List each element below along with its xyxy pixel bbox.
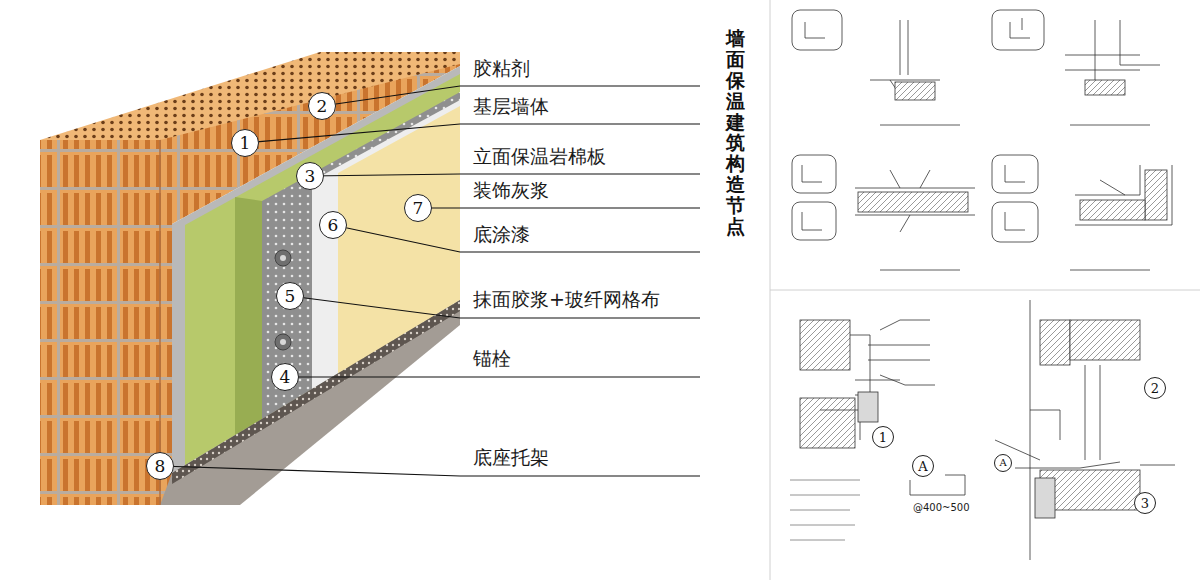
callout-circle: A: [912, 455, 934, 477]
render-layer: [338, 106, 460, 374]
cad-hatch: [800, 398, 855, 448]
callout-number: 8: [155, 458, 166, 475]
brick-edge: [159, 140, 161, 505]
anchor: [280, 339, 286, 345]
callout-circle: 4: [271, 363, 299, 391]
callout-circle: 1: [872, 426, 894, 448]
cad-hatch: [1040, 320, 1070, 365]
cad-hatch: [895, 82, 935, 100]
callout-number: A: [999, 458, 1006, 468]
cad-line: [1065, 20, 1160, 90]
cad-line: [820, 335, 930, 440]
part-name: 立面保温岩棉板: [473, 145, 606, 168]
cad-line: [880, 320, 935, 385]
dimension: @400~500: [913, 502, 970, 514]
callout-number: 3: [305, 168, 316, 185]
callout-circle: 7: [404, 194, 432, 222]
callout-number: 7: [413, 200, 424, 217]
panel-border: [770, 290, 1200, 291]
part-name: 锚栓: [473, 347, 511, 370]
cad-line: [1030, 300, 1100, 560]
cad-key: [792, 10, 842, 50]
leader-line: [160, 466, 700, 476]
callout-circle: 8: [146, 452, 174, 480]
anchor: [280, 255, 286, 261]
adhesive-layer: [172, 66, 460, 473]
anchor: [275, 334, 291, 350]
cad-line: [802, 165, 822, 230]
cad-insulation: [858, 392, 878, 422]
leader-line: [418, 207, 700, 208]
leader-line: [310, 174, 700, 176]
callout-circle: 6: [319, 211, 347, 239]
cad-line: [1005, 165, 1025, 230]
cad-key: [792, 202, 836, 240]
callout-number: 2: [1151, 382, 1159, 395]
cad-line: [1070, 125, 1150, 126]
cad-hatch: [1145, 170, 1167, 220]
cad-line: [995, 440, 1175, 468]
rockwool-face: [235, 197, 262, 435]
cad-line: [910, 475, 965, 495]
callout-circle: A: [994, 454, 1012, 472]
cad-hatch: [1085, 80, 1125, 95]
cad-hatch: [1080, 200, 1145, 220]
callout-number: 1: [240, 135, 251, 152]
cad-notes: [790, 480, 860, 540]
callout-circle: 2: [1144, 377, 1166, 399]
part-name: 装饰灰浆: [473, 179, 549, 202]
callout-circle: 5: [276, 282, 304, 310]
callout-number: 3: [1141, 497, 1149, 510]
vertical-title: 墙面保温建筑构造节点: [726, 28, 745, 237]
cad-details-top: [792, 10, 1172, 270]
cad-key: [992, 202, 1038, 242]
part-name: 底涂漆: [473, 223, 530, 246]
callout-circle: 1: [231, 129, 259, 157]
callout-number: A: [918, 460, 927, 473]
cad-key: [792, 155, 836, 193]
cad-line: [1070, 270, 1150, 271]
cad-hatch: [800, 320, 850, 370]
cad-insulation: [1035, 478, 1055, 518]
cad-key: [992, 155, 1038, 193]
rockwool-layer: [185, 74, 460, 465]
cad-key: [992, 10, 1044, 50]
cad-line: [1010, 18, 1030, 38]
cad-line: [880, 270, 960, 271]
leader-line: [285, 376, 700, 377]
callout-number: 6: [328, 217, 339, 234]
cad-hatch: [858, 192, 968, 212]
panel-borders: [770, 0, 1200, 580]
cad-line: [880, 125, 960, 126]
part-name: 底座托架: [473, 446, 549, 469]
leader-line: [245, 124, 700, 143]
cad-line: [855, 170, 975, 232]
cad-hatch: [1070, 320, 1140, 360]
wall-layers: [40, 52, 460, 505]
part-name: 抹面胶浆+玻纤网格布: [473, 288, 660, 311]
callout-number: 1: [879, 431, 887, 444]
cad-line: [1075, 165, 1172, 225]
base-bracket: [172, 300, 460, 484]
cad-details-bottom: [790, 300, 1175, 560]
callout-circle: 2: [308, 92, 336, 120]
callout-number: 4: [280, 369, 291, 386]
callout-number: 5: [285, 288, 296, 305]
callout-circle: 3: [296, 162, 324, 190]
anchor: [275, 250, 291, 266]
leader-lines: [160, 86, 700, 476]
part-name: 基层墙体: [473, 95, 549, 118]
cad-line: [805, 22, 825, 38]
part-name: 胶粘剂: [473, 57, 530, 80]
callout-number: 2: [317, 98, 328, 115]
callout-circle: 3: [1134, 492, 1156, 514]
